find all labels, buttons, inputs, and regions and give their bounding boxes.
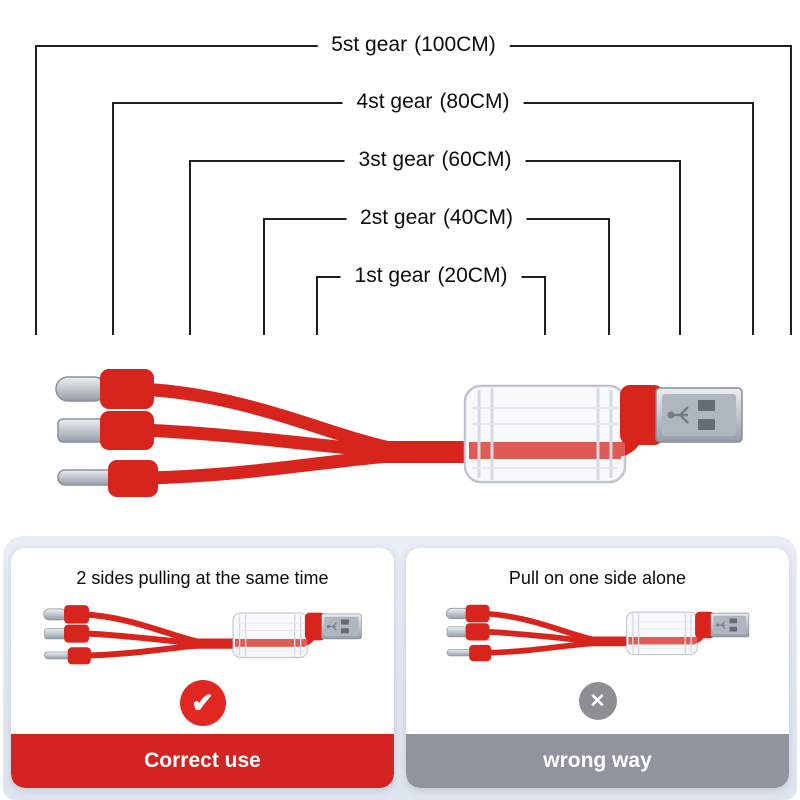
cable-product-image [20, 356, 780, 526]
gear-name: 5st gear [331, 33, 408, 56]
cross-icon: ✕ [578, 682, 617, 720]
gear-bracket-40cm: 2st gear (40CM) [263, 206, 610, 335]
gear-size: (20CM) [437, 264, 508, 287]
gear-name: 3st gear [358, 148, 435, 171]
correct-use-title: 2 sides pulling at the same time [76, 568, 329, 588]
retractable-cable-illustration [20, 356, 780, 526]
gear-label: 4st gear (80CM) [342, 90, 524, 114]
wrong-way-cable-image [406, 599, 789, 674]
gear-bracket-20cm: 1st gear (20CM) [316, 264, 546, 335]
length-gears-diagram: 5st gear (100CM) 4st gear (80CM) 3st gear (… [0, 0, 800, 345]
gear-label: 1st gear (20CM) [340, 264, 522, 288]
gear-name: 2st gear [360, 206, 436, 229]
check-icon: ✔ [179, 680, 226, 726]
gear-label: 5st gear (100CM) [317, 33, 510, 57]
cable-thumbnail [27, 599, 379, 678]
gear-label: 3st gear (60CM) [344, 148, 526, 172]
gear-bracket-100cm: 5st gear (100CM) [35, 33, 792, 335]
gear-size: (100CM) [414, 33, 496, 56]
gear-name: 1st gear [354, 264, 431, 287]
cable-thumbnail [430, 599, 766, 674]
gear-label: 2st gear (40CM) [346, 206, 527, 230]
gear-size: (60CM) [441, 148, 512, 171]
gear-size: (40CM) [442, 206, 513, 229]
wrong-way-label-bar: wrong way [406, 734, 789, 788]
wrong-way-card: Pull on one side alone ✕ wrong way [406, 548, 789, 788]
gear-size: (80CM) [439, 90, 510, 113]
usage-comparison-panel: 2 sides pulling at the same time ✔ Corre… [3, 536, 797, 800]
gear-bracket-80cm: 4st gear (80CM) [112, 90, 754, 335]
gear-name: 4st gear [356, 90, 433, 113]
gear-bracket-60cm: 3st gear (60CM) [189, 148, 681, 335]
correct-use-label-bar: Correct use [11, 734, 394, 788]
correct-use-cable-image [11, 599, 394, 678]
wrong-way-title: Pull on one side alone [508, 568, 687, 588]
correct-use-card: 2 sides pulling at the same time ✔ Corre… [11, 548, 394, 788]
